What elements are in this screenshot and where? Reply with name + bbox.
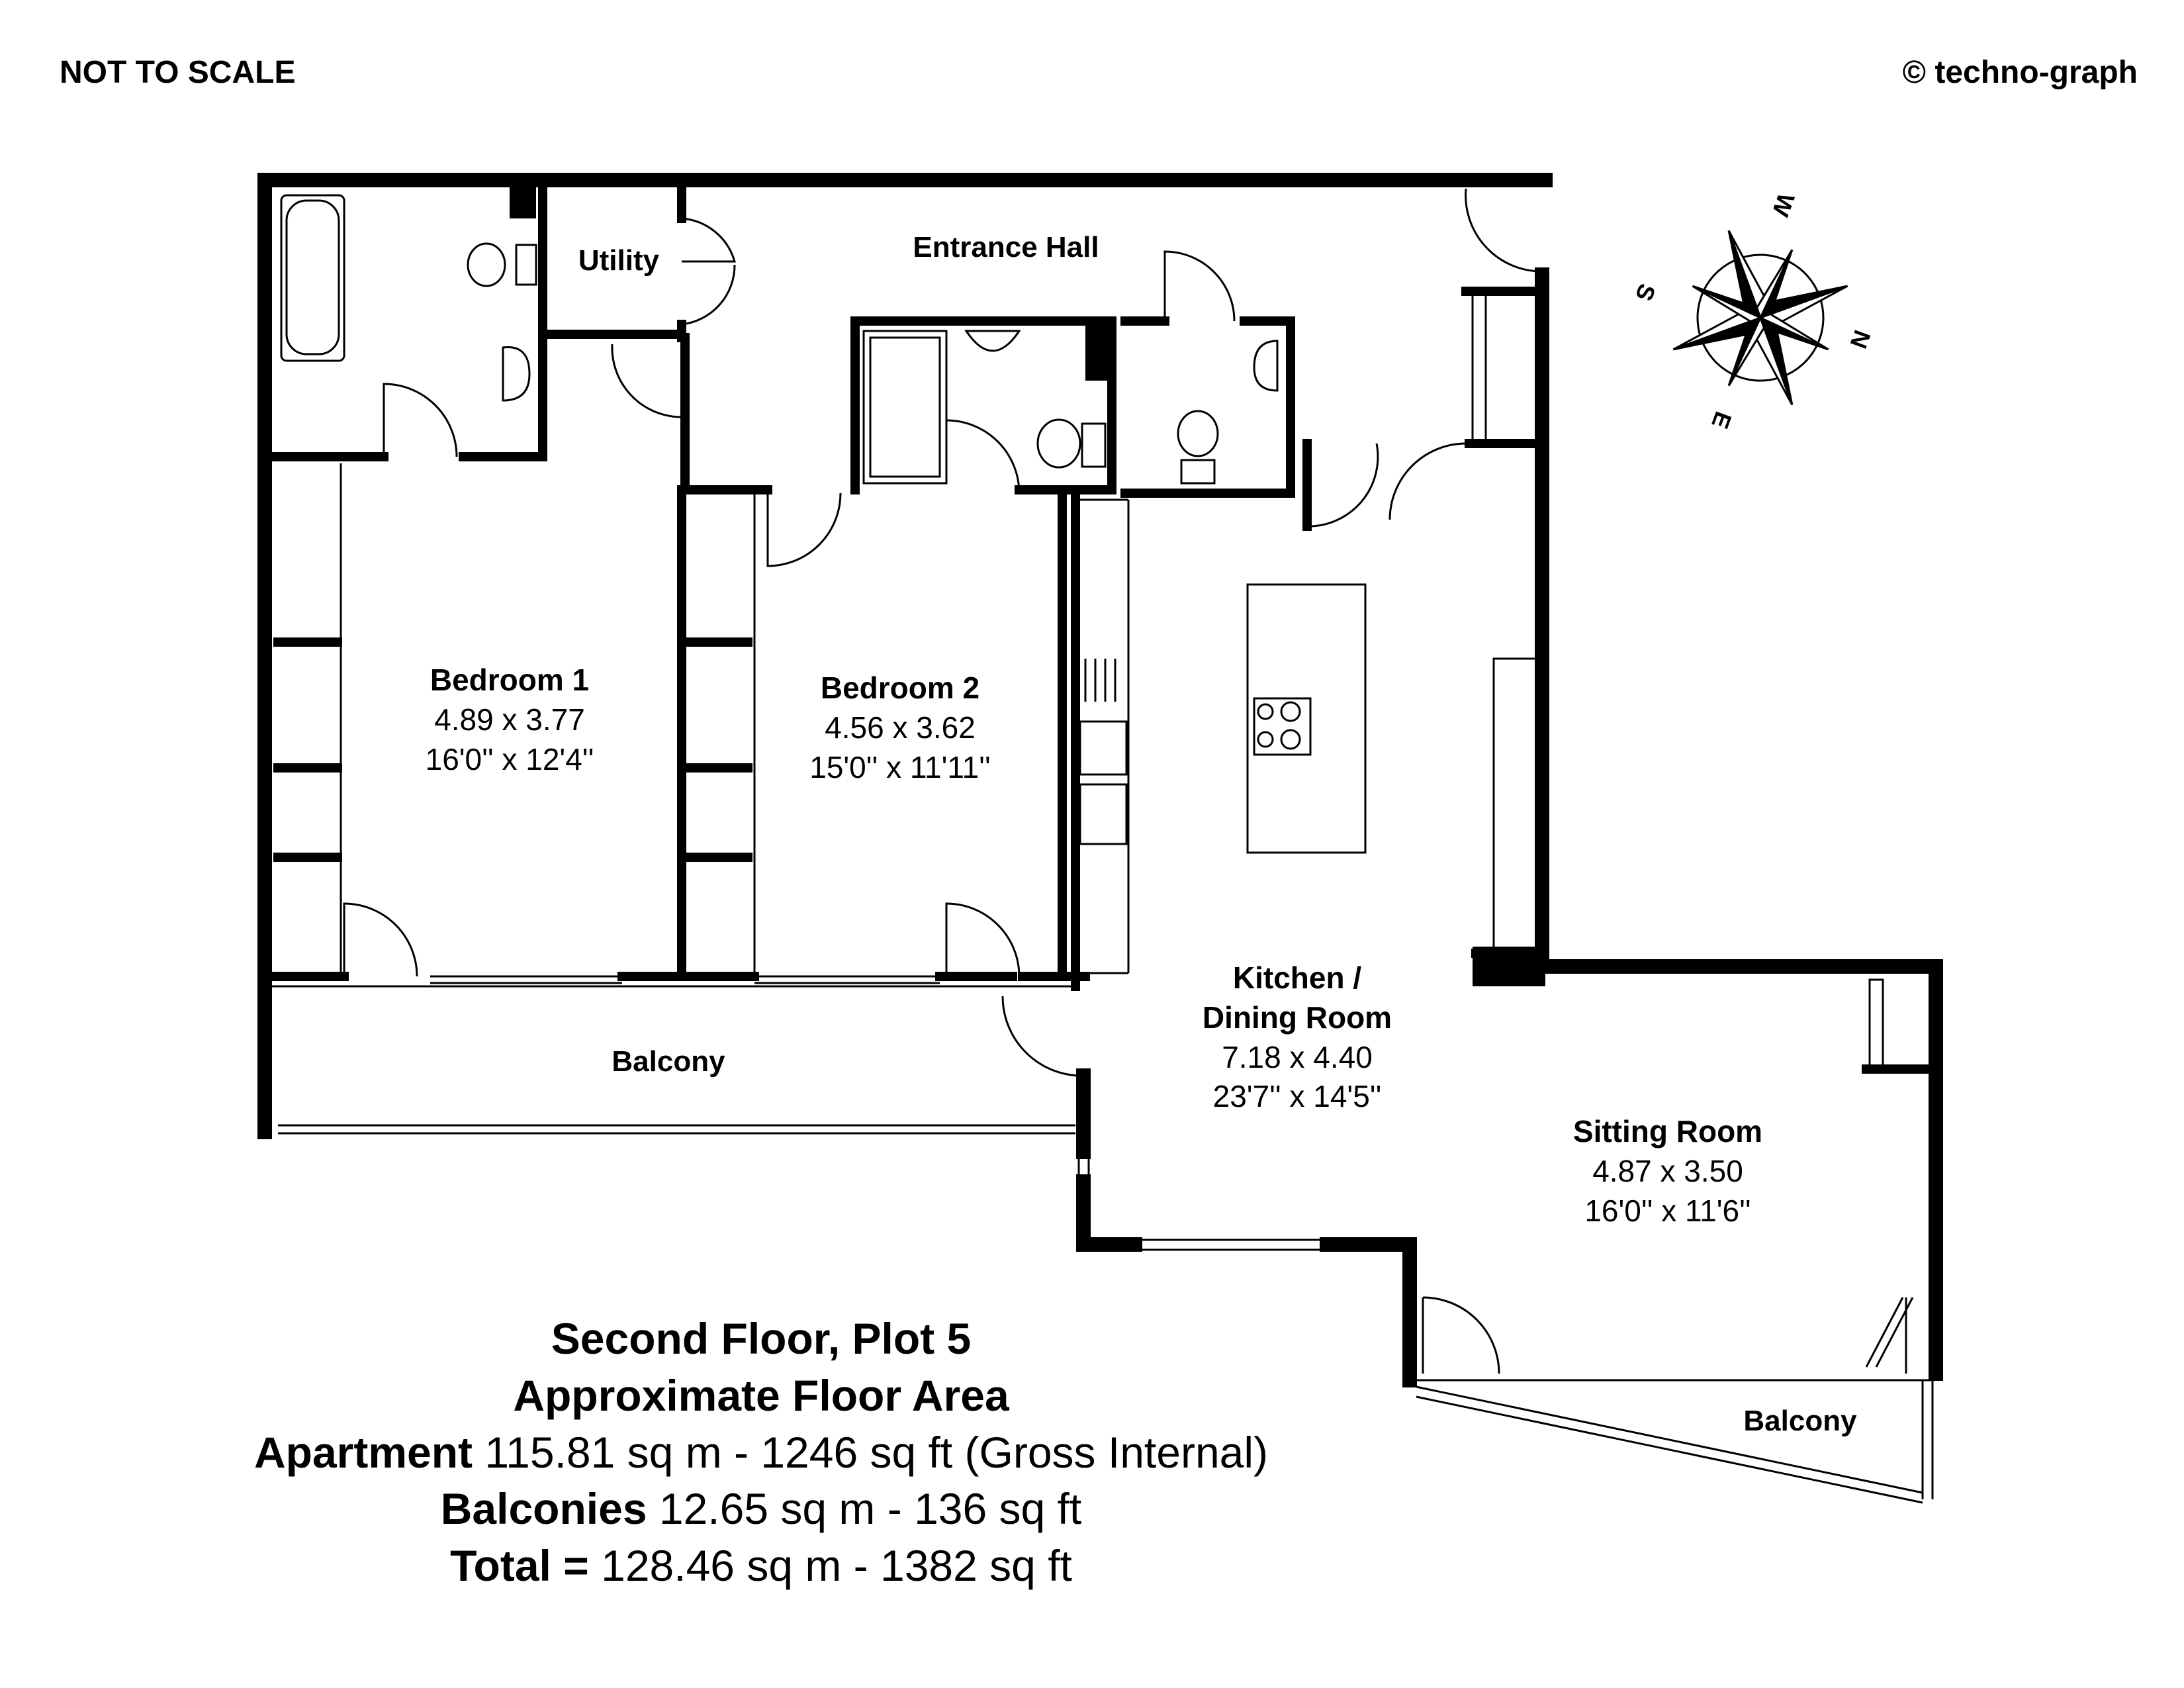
summary-subtitle: Approximate Floor Area — [513, 1370, 1009, 1420]
label-bedroom-2: Bedroom 2 4.56 x 3.62 15'0'' x 11'11'' — [768, 669, 1032, 787]
balcony-right-name: Balcony — [1743, 1405, 1857, 1437]
bedroom-2-name: Bedroom 2 — [820, 671, 980, 705]
label-utility: Utility — [559, 242, 678, 279]
summary-title: Second Floor, Plot 5 — [551, 1314, 972, 1363]
summary-apartment: Apartment 115.81 sq m - 1246 sq ft (Gros… — [132, 1425, 1390, 1481]
copyright-note: © techno-graph — [1902, 55, 2138, 90]
label-sitting-room: Sitting Room 4.87 x 3.50 16'0'' x 11'6'' — [1529, 1112, 1807, 1231]
bedroom-1-metric: 4.89 x 3.77 — [434, 702, 585, 737]
balconies-label: Balconies — [440, 1484, 647, 1534]
scale-note: NOT TO SCALE — [60, 55, 296, 90]
kitchen-name-line1: Kitchen / — [1232, 961, 1362, 995]
apartment-value: 115.81 sq m - 1246 sq ft (Gross Internal… — [484, 1427, 1269, 1477]
door-swings — [343, 188, 1543, 1374]
label-bedroom-1: Bedroom 1 4.89 x 3.77 16'0'' x 12'4'' — [377, 661, 642, 779]
apartment-label: Apartment — [253, 1427, 473, 1477]
label-balcony-right: Balcony — [1701, 1402, 1899, 1440]
kitchen-imperial: 23'7'' x 14'5'' — [1212, 1079, 1382, 1114]
compass-w: W — [1767, 190, 1800, 220]
compass-rose — [1672, 230, 1848, 406]
bedroom-1-name: Bedroom 1 — [430, 663, 590, 697]
sitting-room-name: Sitting Room — [1572, 1114, 1763, 1149]
label-entrance-hall: Entrance Hall — [900, 228, 1112, 266]
kitchen-name-line2: Dining Room — [1202, 1000, 1392, 1035]
balcony-left-name: Balcony — [612, 1045, 725, 1078]
label-kitchen-dining: Kitchen / Dining Room 7.18 x 4.40 23'7''… — [1165, 959, 1430, 1117]
balconies-value: 12.65 sq m - 136 sq ft — [659, 1484, 1082, 1534]
utility-name: Utility — [578, 244, 660, 277]
interior-walls — [260, 181, 1940, 1074]
entrance-hall-name: Entrance Hall — [913, 231, 1099, 263]
sitting-room-imperial: 16'0'' x 11'6'' — [1584, 1193, 1751, 1228]
compass-e: E — [1706, 408, 1737, 433]
wall-blocks — [510, 185, 1545, 986]
thin-lines — [271, 194, 1934, 1504]
bedroom-2-metric: 4.56 x 3.62 — [825, 710, 976, 745]
sitting-room-metric: 4.87 x 3.50 — [1592, 1153, 1743, 1188]
summary-balconies: Balconies 12.65 sq m - 136 sq ft — [132, 1481, 1390, 1538]
label-balcony-left: Balcony — [569, 1043, 768, 1080]
total-value: 128.46 sq m - 1382 sq ft — [601, 1541, 1072, 1591]
compass-s: S — [1630, 281, 1661, 305]
compass-n: N — [1844, 327, 1876, 352]
bedroom-2-imperial: 15'0'' x 11'11'' — [809, 749, 991, 784]
bedroom-1-imperial: 16'0'' x 12'4'' — [425, 741, 594, 776]
area-summary: Second Floor, Plot 5 Approximate Floor A… — [132, 1311, 1390, 1595]
summary-total: Total = 128.46 sq m - 1382 sq ft — [132, 1538, 1390, 1595]
total-label: Total = — [450, 1541, 589, 1591]
kitchen-metric: 7.18 x 4.40 — [1222, 1039, 1373, 1074]
